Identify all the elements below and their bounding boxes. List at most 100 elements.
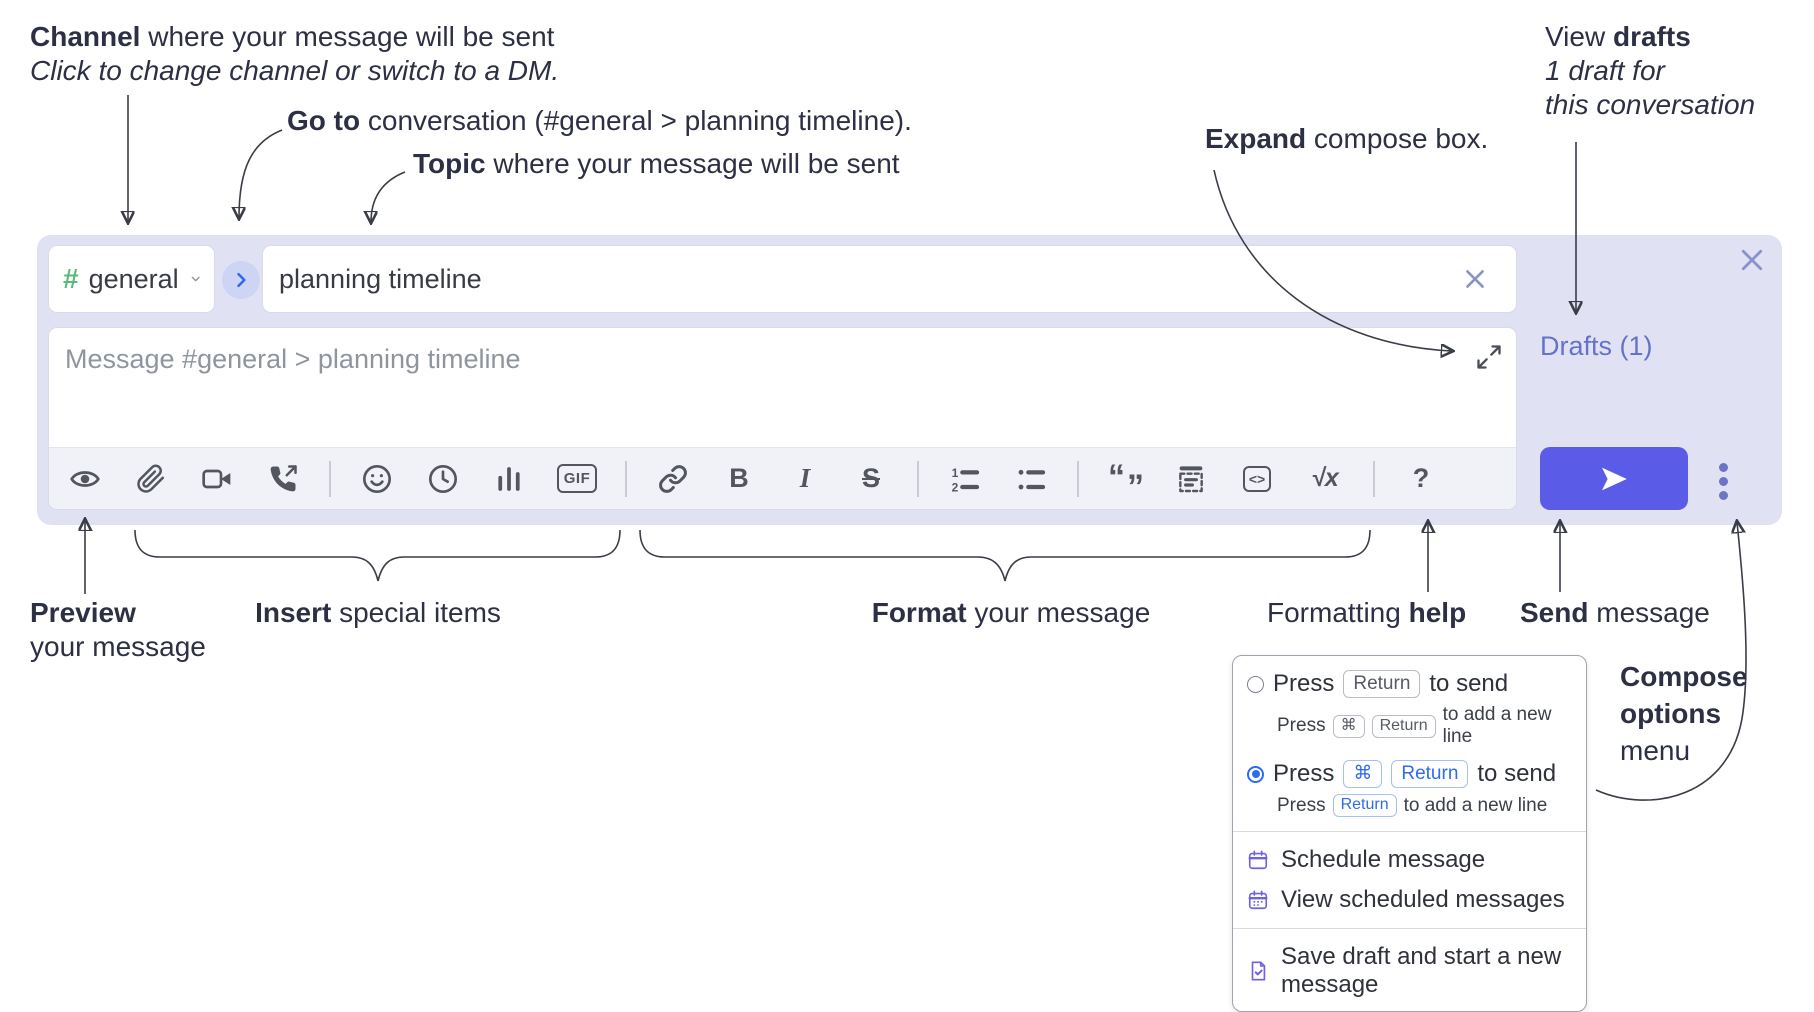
radio-unselected-icon[interactable] [1247, 675, 1264, 693]
go-to-conversation-button[interactable] [222, 261, 260, 299]
italic-button[interactable]: I [785, 457, 825, 501]
expand-compose-button[interactable] [1474, 342, 1504, 372]
toolbar-divider [625, 460, 627, 497]
send-icon [1601, 467, 1627, 490]
x-icon [1466, 270, 1484, 288]
popup-divider [1233, 928, 1586, 929]
time-button[interactable] [423, 457, 463, 501]
kbd-return: Return [1332, 794, 1397, 817]
compose-options-button[interactable] [1709, 457, 1737, 505]
channel-hash-icon: # [63, 263, 79, 294]
ellipsis-icon [1718, 462, 1728, 472]
toolbar-divider [1077, 460, 1079, 497]
option-enter-to-send-hint: Press ⌘ Return to add a new line [1277, 704, 1557, 747]
numbered-list-button[interactable]: 1 2 [945, 457, 985, 501]
note-channel: Channel where your message will be sent … [30, 21, 560, 86]
note-preview: Preview your message [30, 597, 206, 662]
gif-button[interactable]: GIF [555, 457, 599, 501]
link-button[interactable] [653, 457, 693, 501]
bar-chart-icon [498, 466, 520, 491]
quote-icon: “ ” [1108, 457, 1144, 506]
link-icon [659, 464, 687, 493]
kbd-return: Return [1371, 714, 1436, 738]
math-icon: √x [1311, 464, 1339, 492]
svg-text:2: 2 [952, 480, 959, 494]
bold-button[interactable]: B [719, 457, 759, 501]
ordered-list-icon: 1 2 [952, 466, 980, 494]
gif-icon: GIF [556, 464, 598, 493]
phone-outgoing-icon [270, 464, 297, 491]
note-formatting-help: Formatting help [1267, 597, 1467, 628]
formatting-help-button[interactable]: ? [1401, 457, 1441, 501]
note-compose-options: Compose options menu [1620, 661, 1748, 766]
kbd-cmd: ⌘ [1332, 714, 1365, 738]
code-button[interactable]: <> [1237, 457, 1277, 501]
menu-item-view-scheduled[interactable]: View scheduled messages [1233, 880, 1586, 920]
connector-topic [371, 171, 406, 222]
chevron-down-icon [191, 276, 200, 282]
note-view-drafts: View drafts 1 draft for this conversatio… [1545, 21, 1756, 120]
code-icon: <> [1242, 465, 1272, 492]
connector-goto [239, 129, 283, 218]
send-options-popup: Press Return to send Press ⌘ Return to a… [1232, 655, 1587, 1012]
strikethrough-icon: S [861, 463, 880, 493]
video-camera-icon [202, 469, 231, 488]
clock-icon [429, 464, 457, 493]
smiley-icon [363, 464, 391, 493]
menu-item-save-draft[interactable]: Save draft and start a new message [1233, 937, 1586, 1001]
bold-icon: B [729, 463, 749, 493]
kbd-return: Return [1391, 760, 1469, 788]
question-mark-icon: ? [1412, 463, 1430, 493]
note-expand: Expand compose box. [1205, 123, 1489, 154]
menu-item-schedule-message[interactable]: Schedule message [1233, 840, 1586, 880]
math-button[interactable]: √x [1303, 457, 1347, 501]
channel-selector[interactable]: # general [48, 245, 215, 313]
close-icon [1741, 249, 1763, 271]
note-insert: Insert special items [255, 597, 501, 628]
bulleted-list-icon [1018, 469, 1046, 489]
spoiler-button[interactable] [1171, 457, 1211, 501]
compose-close-button[interactable] [1737, 245, 1767, 275]
voice-call-button[interactable] [263, 457, 303, 501]
topic-clear-button[interactable] [1461, 265, 1489, 293]
option-cmd-enter-to-send[interactable]: Press ⌘ Return to send [1233, 754, 1586, 790]
svg-text:1: 1 [952, 466, 959, 480]
message-input[interactable] [49, 328, 1516, 444]
video-call-button[interactable] [197, 457, 237, 501]
send-button[interactable] [1540, 447, 1688, 510]
emoji-button[interactable] [357, 457, 397, 501]
attach-file-button[interactable] [131, 457, 171, 501]
poll-button[interactable] [489, 457, 529, 501]
brace-insert [134, 529, 621, 582]
quote-button[interactable]: “ ” [1105, 457, 1145, 506]
kbd-cmd: ⌘ [1343, 760, 1383, 788]
toolbar-divider [1373, 460, 1375, 497]
topic-input[interactable] [262, 245, 1517, 313]
drafts-link[interactable]: Drafts (1) [1540, 331, 1653, 361]
message-area: GIF B I S 1 2 [48, 327, 1517, 510]
compose-box: # general [37, 235, 1782, 525]
kbd-return: Return [1343, 670, 1421, 698]
eye-icon [70, 470, 100, 487]
radio-selected-icon[interactable] [1247, 765, 1264, 783]
topic-input-wrap [262, 245, 1517, 313]
paperclip-icon [137, 464, 165, 493]
calendar-icon [1248, 850, 1268, 870]
italic-icon: I [799, 463, 811, 493]
compose-toolbar: GIF B I S 1 2 [49, 447, 1516, 509]
chevron-right-icon [237, 272, 246, 288]
bulleted-list-button[interactable] [1011, 457, 1051, 501]
preview-button[interactable] [65, 457, 105, 501]
calendar-grid-icon [1248, 890, 1268, 910]
option-cmd-enter-to-send-hint: Press Return to add a new line [1277, 794, 1548, 817]
channel-name: general [88, 263, 179, 294]
spoiler-icon [1179, 465, 1203, 492]
document-check-icon [1251, 961, 1266, 981]
option-enter-to-send[interactable]: Press Return to send [1233, 668, 1586, 700]
toolbar-divider [329, 460, 331, 497]
note-topic: Topic where your message will be sent [413, 148, 900, 179]
popup-divider [1233, 831, 1586, 832]
brace-format [639, 529, 1371, 582]
note-format: Format your message [871, 597, 1151, 628]
strikethrough-button[interactable]: S [851, 457, 891, 501]
